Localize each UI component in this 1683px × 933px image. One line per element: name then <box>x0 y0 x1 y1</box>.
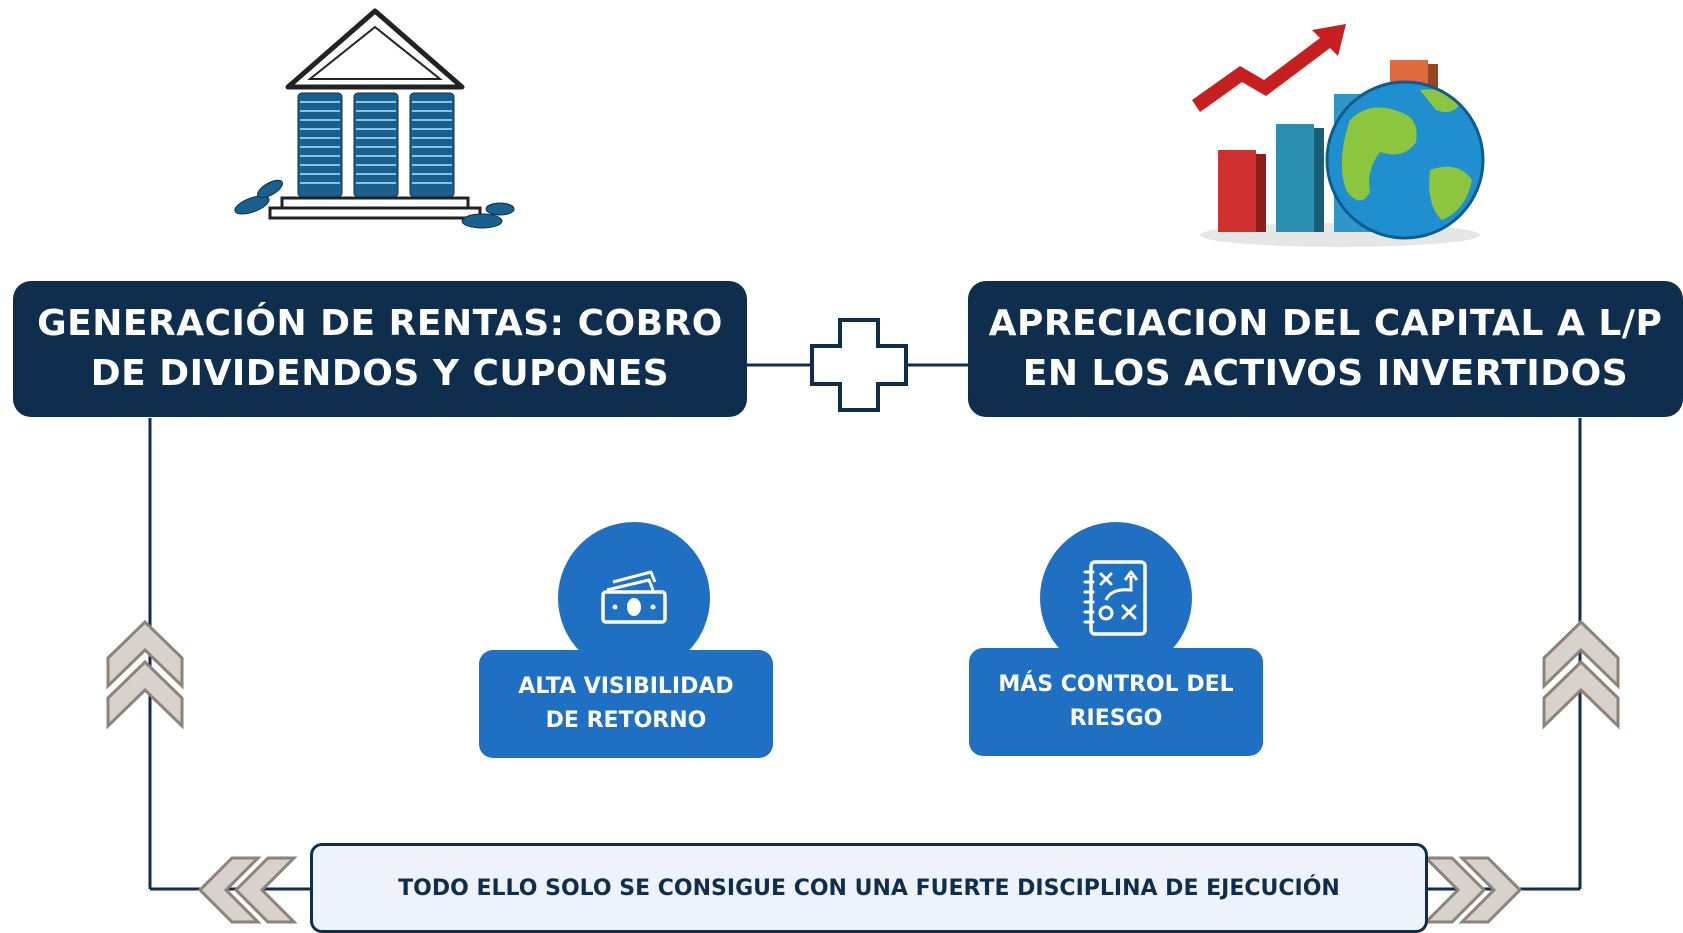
high-return-visibility-pill: ALTA VISIBILIDAD DE RETORNO <box>479 650 773 758</box>
capital-appreciation-line2: EN LOS ACTIVOS INVERTIDOS <box>1022 353 1629 394</box>
bank-coins-icon <box>234 8 515 229</box>
up-chevrons-right-icon <box>1542 619 1620 730</box>
capital-appreciation-box: APRECIACION DEL CAPITAL A L/P EN LOS ACT… <box>968 281 1683 417</box>
execution-discipline-box: TODO ELLO SOLO SE CONSIGUE CON UNA FUERT… <box>310 843 1428 933</box>
more-risk-control-line1: MÁS CONTROL DEL <box>998 672 1234 697</box>
income-generation-line1: GENERACIÓN DE RENTAS: COBRO <box>37 303 723 344</box>
high-return-visibility-line1: ALTA VISIBILIDAD <box>518 674 734 699</box>
up-chevrons-left-icon <box>106 619 184 730</box>
left-chevrons-icon <box>197 856 298 924</box>
growth-chart-globe-icon <box>1192 24 1485 247</box>
more-risk-control-pill: MÁS CONTROL DEL RIESGO <box>969 648 1263 756</box>
income-generation-line2: DE DIVIDENDOS Y CUPONES <box>90 353 670 394</box>
strategy-board-icon <box>1083 560 1147 636</box>
money-bill-icon-circle <box>558 522 710 674</box>
more-risk-control-line2: RIESGO <box>1069 706 1163 731</box>
capital-appreciation-line1: APRECIACION DEL CAPITAL A L/P <box>988 303 1663 344</box>
income-generation-box: GENERACIÓN DE RENTAS: COBRO DE DIVIDENDO… <box>13 281 747 417</box>
execution-discipline-text: TODO ELLO SOLO SE CONSIGUE CON UNA FUERT… <box>398 875 1340 901</box>
money-bill-icon <box>601 570 667 624</box>
plus-icon <box>810 318 908 412</box>
high-return-visibility-line2: DE RETORNO <box>545 708 707 733</box>
